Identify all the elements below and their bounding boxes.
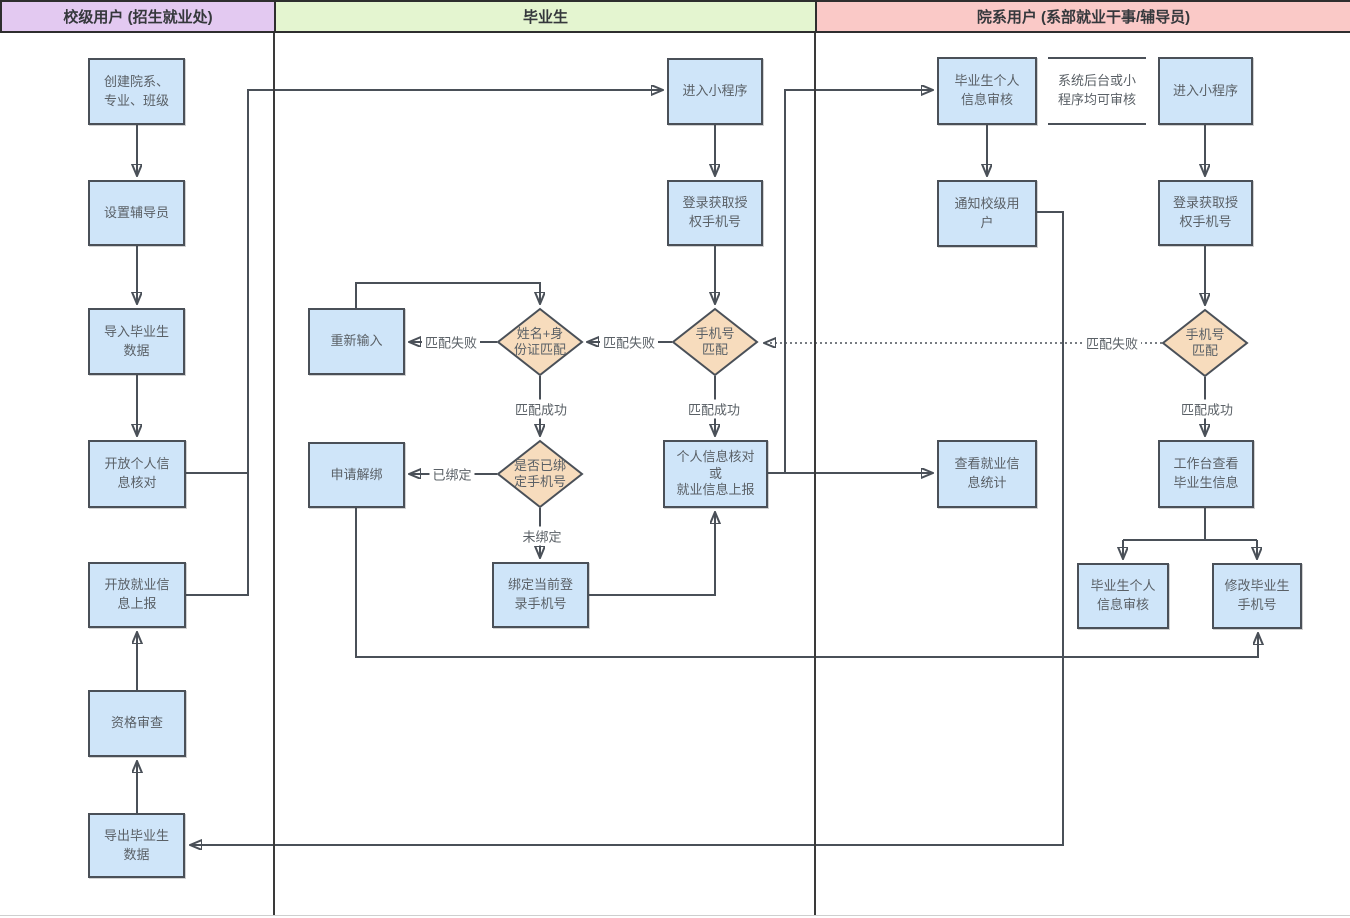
node-open-employment: 开放就业信 息上报 [88,562,186,628]
edge-label-match-fail-dotted: 匹配失败 [1082,333,1142,353]
lane-header-school: 校级用户 (招生就业处) [0,0,274,33]
node-bind-current: 绑定当前登 录手机号 [492,562,589,628]
edge-unbind-to-modifyphone [355,508,1258,658]
decision-phone-match: 手机号 匹配 [671,307,759,377]
node-import-data: 导入毕业生 数据 [88,308,185,375]
edge-label-match-fail-1: 匹配失败 [421,332,481,352]
edge-personalcheck-to-gradreview [784,90,933,473]
node-qualification: 资格审查 [88,690,186,757]
node-workbench-view: 工作台查看 毕业生信息 [1158,440,1254,508]
decision-dept-phone-match: 手机号 匹配 [1161,308,1249,378]
node-enter-miniprogram: 进入小程序 [667,58,763,125]
edge-label-unbound: 未绑定 [519,526,565,546]
node-dept-login-auth: 登录获取授 权手机号 [1158,180,1253,246]
edge-label-bound: 已绑定 [429,464,475,484]
lane-title-school: 校级用户 (招生就业处) [63,9,213,26]
lane-title-graduate: 毕业生 [522,9,568,26]
decision-phone-match-label: 手机号 匹配 [695,326,735,357]
lane-header-department: 院系用户 (系部就业干事/辅导员) [815,0,1350,33]
decision-name-id-match-label: 姓名+身 份证匹配 [513,326,566,357]
decision-name-id-match: 姓名+身 份证匹配 [496,307,584,377]
node-open-info-check: 开放个人信 息核对 [88,440,186,508]
node-grad-review-top: 毕业生个人 信息审核 [937,57,1037,125]
note-review-channels: 系统后台或小 程序均可审核 [1048,57,1146,125]
edge-bindcurrent-to-personalcheck [589,512,715,596]
node-export-data: 导出毕业生 数据 [88,813,185,878]
edge-label-match-success-3: 匹配成功 [1177,399,1237,419]
node-grad-review-bottom: 毕业生个人 信息审核 [1077,563,1169,629]
decision-bound-check: 是否已绑 定手机号 [496,439,584,509]
edge-notify-to-export [190,211,1064,845]
node-view-stats: 查看就业信 息统计 [937,440,1037,508]
decision-dept-phone-match-label: 手机号 匹配 [1185,327,1225,358]
node-personal-check: 个人信息核对 或 就业信息上报 [663,440,768,508]
node-notify-school: 通知校级用 户 [937,180,1037,247]
node-set-counselor: 设置辅导员 [88,180,185,246]
node-create-depts: 创建院系、 专业、班级 [88,58,185,125]
edge-label-match-fail-2: 匹配失败 [599,332,659,352]
lane-title-department: 院系用户 (系部就业干事/辅导员) [976,9,1191,26]
node-modify-phone: 修改毕业生 手机号 [1212,563,1302,629]
node-login-auth: 登录获取授 权手机号 [667,180,763,246]
diagram-bottom-border [0,915,1350,916]
edge-label-match-success-1: 匹配成功 [511,399,571,419]
node-apply-unbind: 申请解绑 [308,442,405,508]
lane-separator-2 [814,33,816,916]
lane-header-graduate: 毕业生 [274,0,815,33]
edge-label-match-success-2: 匹配成功 [684,399,744,419]
node-re-input: 重新输入 [308,308,405,375]
edge-reinput-loopback [355,282,540,308]
edge-openemployment-to-miniprogram [186,90,663,596]
decision-bound-check-label: 是否已绑 定手机号 [513,458,566,489]
edge-workbench-split [1123,508,1257,541]
node-dept-enter-miniprogram: 进入小程序 [1158,57,1253,125]
lane-separator-1 [273,33,275,916]
